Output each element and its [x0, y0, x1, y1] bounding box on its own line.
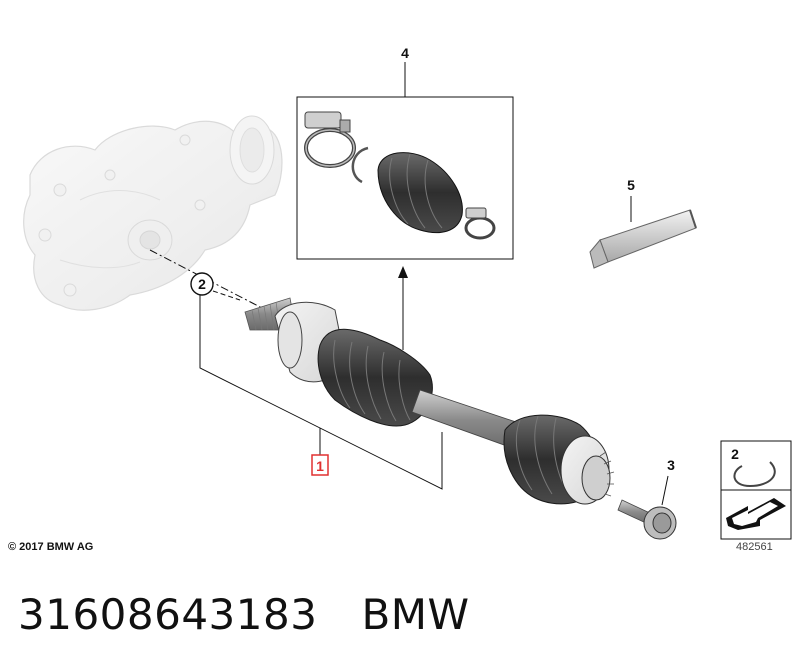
callout-4-label: 4: [401, 45, 409, 61]
copyright-text: © 2017 BMW AG: [8, 541, 94, 553]
snap-ring-kit: [351, 146, 369, 184]
brand-name: BMW: [361, 590, 470, 639]
drive-shaft-assembly: [244, 297, 615, 505]
nav-arrow-icon: [726, 498, 786, 530]
hose-clamp-small: [464, 207, 496, 240]
differential-housing: [23, 115, 283, 311]
legend-ref-label: 2: [731, 446, 739, 462]
callout-1[interactable]: 1: [199, 292, 443, 490]
callout-3-label: 3: [667, 457, 675, 473]
callout-5-label: 5: [627, 177, 635, 193]
exploded-parts-diagram: 1 2 4: [23, 45, 792, 540]
callout-4-kit[interactable]: 4: [296, 45, 514, 350]
callout-2-label: 2: [198, 276, 206, 292]
callout-1-label: 1: [316, 458, 324, 474]
hose-clamp-large: [304, 111, 356, 168]
part-caption: 31608643183 BMW: [18, 590, 470, 639]
axis-centerline: [149, 249, 263, 309]
part-number: 31608643183: [18, 590, 318, 639]
legend-box: 2: [720, 440, 792, 540]
callout-2[interactable]: 2: [190, 272, 241, 301]
callout-5-grease[interactable]: 5: [589, 177, 697, 269]
cv-boot: [377, 152, 463, 234]
callout-3-bolt[interactable]: 3: [617, 457, 677, 540]
diagram-number: 482561: [736, 541, 773, 553]
snap-ring-legend-icon: [733, 461, 776, 488]
